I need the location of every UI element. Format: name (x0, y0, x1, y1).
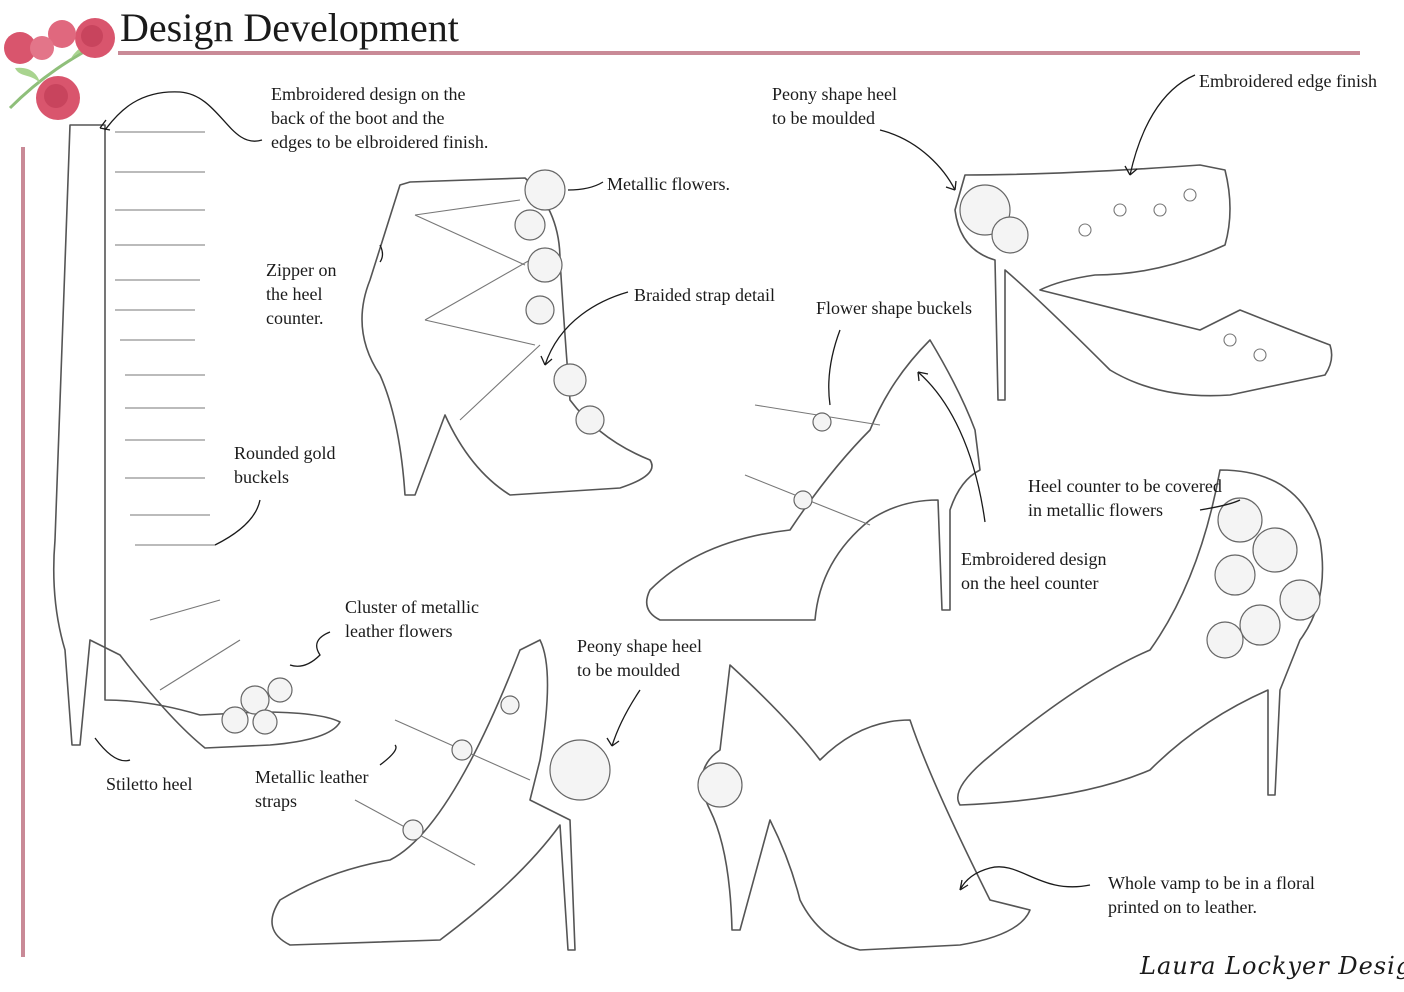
side-rule (21, 147, 25, 957)
label-heel-counter-flowers: Heel counter to be covered in metallic f… (1028, 476, 1222, 520)
peep-toe-bootie-sketch (697, 664, 1031, 951)
page-title: Design Development (120, 5, 459, 50)
label-cluster-flowers: Cluster of metallic leather flowers (345, 597, 479, 641)
label-stiletto: Stiletto heel (106, 774, 193, 794)
strap-sandal-middle-sketch (645, 339, 981, 621)
label-peony-bottom: Peony shape heel to be moulded (577, 636, 702, 680)
header-rule (118, 51, 1360, 55)
label-rounded-buckles: Rounded gold buckels (234, 443, 336, 487)
rose-flower-icon (4, 18, 115, 120)
label-braided-strap: Braided strap detail (634, 285, 775, 305)
label-peony-top: Peony shape heel to be moulded (772, 84, 897, 128)
peony-heel-sandal-top-sketch (954, 164, 1333, 401)
label-embroidered-edge: Embroidered edge finish (1199, 71, 1377, 91)
gladiator-boot-sketch (52, 124, 341, 749)
label-flower-buckles: Flower shape buckels (816, 298, 972, 318)
label-zipper: Zipper on the heel counter. (266, 260, 337, 328)
designer-signature: Laura Lockyer Design (1140, 952, 1404, 980)
label-embroidered-back: Embroidered design on the back of the bo… (271, 84, 489, 152)
label-metallic-flowers: Metallic flowers. (607, 174, 730, 194)
label-whole-vamp: Whole vamp to be in a floral printed on … (1108, 873, 1315, 917)
braided-sandal-sketch (361, 169, 653, 496)
label-metallic-straps: Metallic leather straps (255, 767, 369, 811)
label-embroidered-heel-counter: Embroidered design on the heel counter (961, 549, 1107, 593)
